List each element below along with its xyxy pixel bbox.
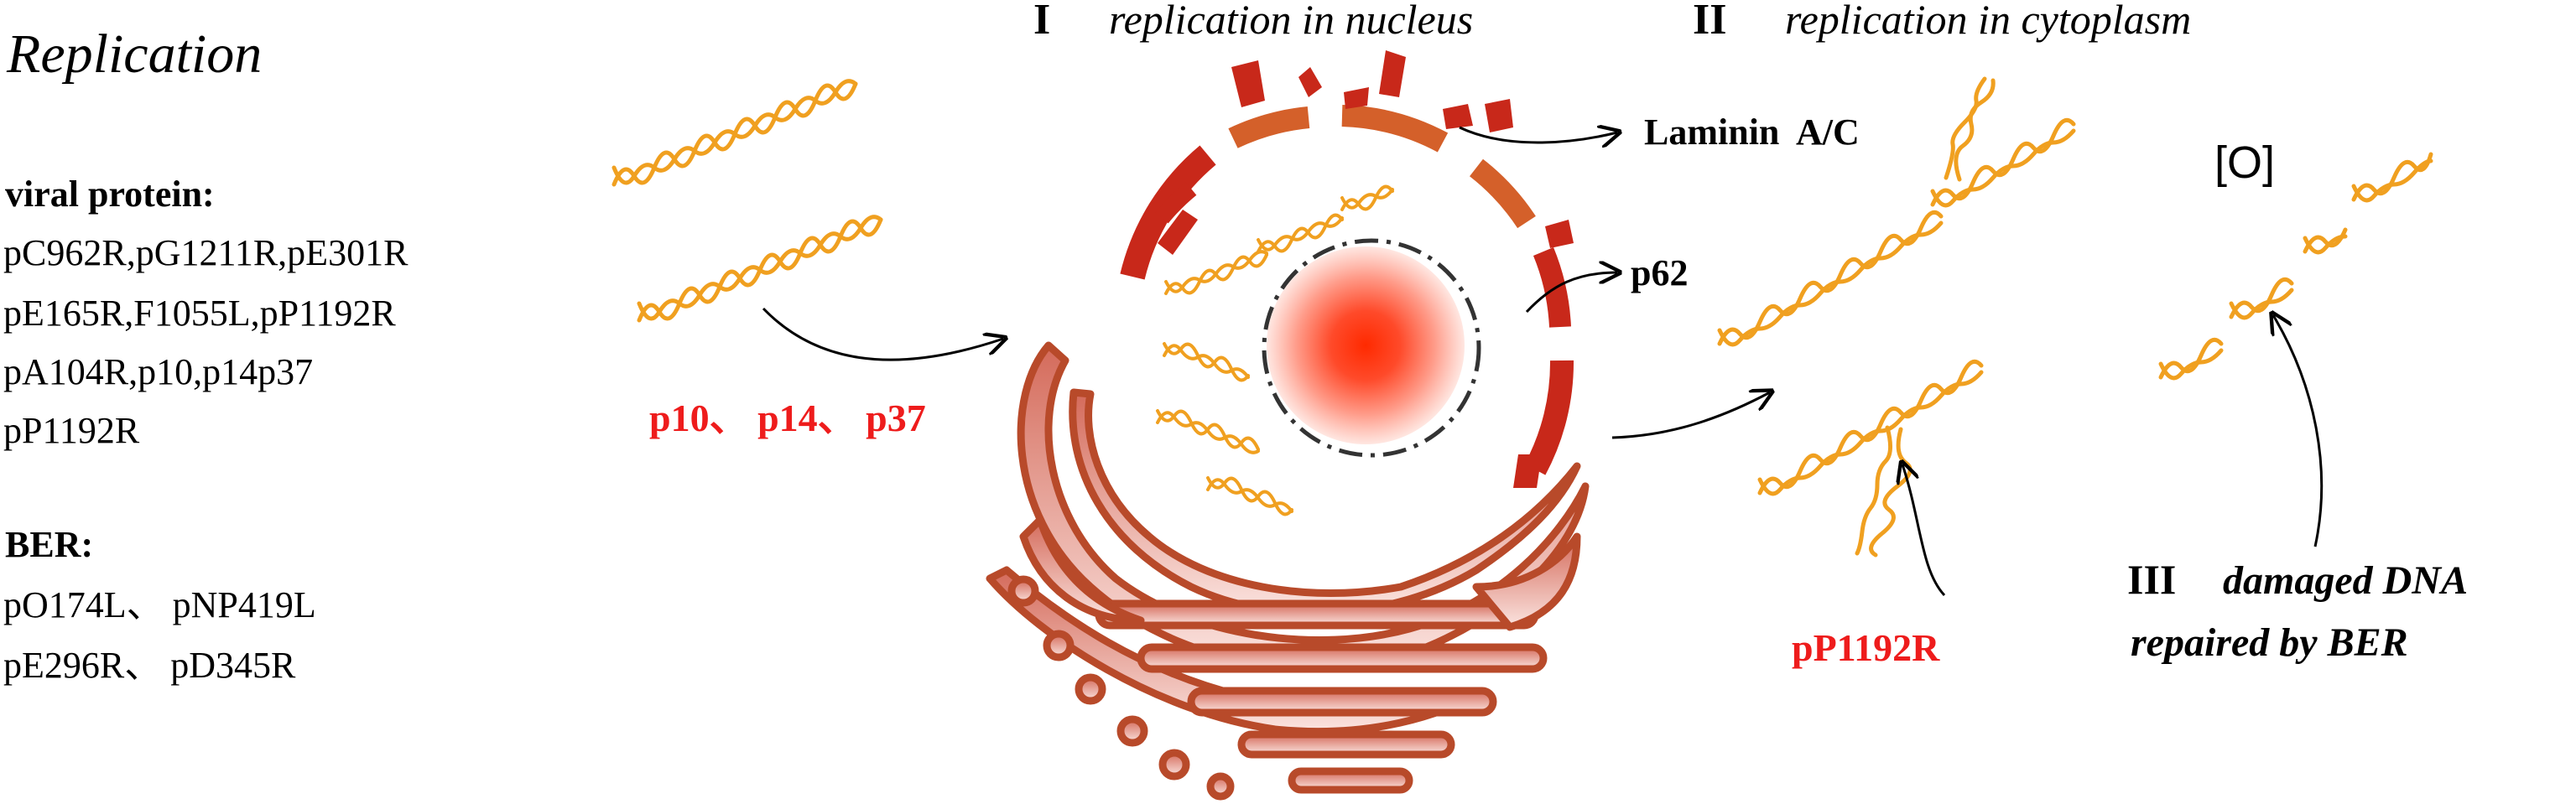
laminin-label: Laminin A/C <box>1644 112 1860 153</box>
stage-1-label: replication in nucleus <box>1109 0 1473 43</box>
stage-3-numeral: III <box>2127 556 2176 603</box>
stage-3-line-2: repaired by BER <box>2131 620 2408 665</box>
laminin-arrow <box>1459 127 1617 143</box>
damaged-dna-strand <box>2158 152 2433 381</box>
viral-protein-line-4: pP1192R <box>3 410 140 451</box>
stage-3-line-1: damaged DNA <box>2223 558 2468 603</box>
p62-label: p62 <box>1631 252 1688 293</box>
ber-heading: BER: <box>5 524 93 565</box>
diagram-title: Replication <box>6 23 262 85</box>
viral-protein-heading: viral protein: <box>5 174 215 215</box>
ber-repair-arrow <box>2273 315 2324 547</box>
cytoplasm-arrow <box>1611 392 1770 439</box>
pP1192R-label: pP1192R <box>1792 626 1940 669</box>
ber-line-1: pO174L、 pNP419L <box>3 584 316 625</box>
viral-protein-line-3: pA104R,p10,p14p37 <box>3 351 313 392</box>
viral-dna-strand-upper <box>611 79 858 187</box>
viral-dna-strand-lower <box>637 215 883 323</box>
viral-protein-line-1: pC962R,pG1211R,pE301R <box>3 232 409 273</box>
stage-2-numeral: II <box>1693 0 1726 44</box>
entry-arrow <box>762 307 1003 361</box>
ber-line-2: pE296R、 pD345R <box>3 645 296 686</box>
viral-protein-line-2: pE165R,F1055L,pP1192R <box>3 293 396 334</box>
stage-2-label: replication in cytoplasm <box>1785 0 2191 43</box>
pP1192R-arrow <box>1902 464 1946 597</box>
stage-1-numeral: I <box>1033 0 1050 44</box>
p10-p14-p37-label: p10、 p14、 p37 <box>649 397 926 439</box>
nuclear-dna-strands <box>1156 184 1394 516</box>
cytoplasm-dna-strands <box>1717 76 2076 558</box>
envelope-fragments <box>1158 50 1574 488</box>
endoplasmic-reticulum <box>986 341 1590 801</box>
p62-arrow <box>1525 272 1617 314</box>
oxidation-label: [O] <box>2214 137 2275 188</box>
nucleolus <box>1262 238 1481 458</box>
